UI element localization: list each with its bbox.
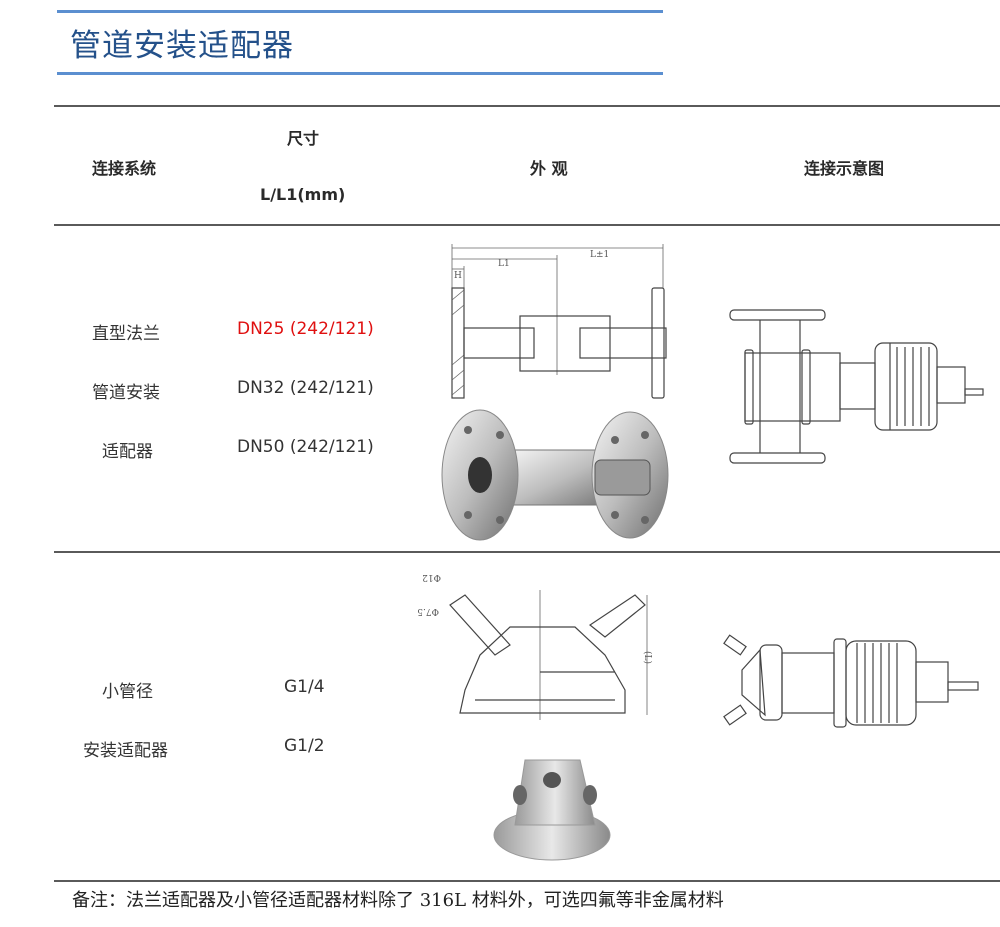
dim-label-l1: L1 bbox=[498, 259, 510, 269]
small-pipe-adapter-photo bbox=[493, 759, 611, 861]
title-top-rule bbox=[57, 10, 663, 13]
header-appearance: 外 观 bbox=[530, 159, 568, 178]
small-pipe-adapter-connection-diagram bbox=[723, 634, 979, 728]
page-title: 管道安装适配器 bbox=[70, 28, 294, 64]
dim-label-d75: Φ7.5 bbox=[417, 606, 439, 616]
small-pipe-adapter-drawing: Φ12 Φ7.5 (L) bbox=[417, 572, 653, 720]
row2-system-line1: 小管径 bbox=[102, 682, 153, 702]
dim-label-l: (L) bbox=[642, 651, 653, 664]
row1-system-line1: 直型法兰 bbox=[92, 324, 160, 344]
title-bottom-rule bbox=[57, 72, 663, 75]
flange-adapter-photo bbox=[441, 409, 669, 541]
table-bottom-rule bbox=[54, 880, 1000, 882]
footer-note: 备注：法兰适配器及小管径适配器材料除了 316L 材料外，可选四氟等非金属材料 bbox=[72, 890, 724, 911]
row-divider bbox=[54, 551, 1000, 553]
dim-label-h: H bbox=[454, 271, 462, 281]
dim-label-d12: Φ12 bbox=[422, 572, 441, 582]
dim-label-l: L±1 bbox=[590, 250, 609, 260]
header-size-unit: L/L1(mm) bbox=[260, 185, 346, 204]
row1-system-line2: 管道安装 bbox=[92, 383, 160, 403]
row1-size-dn32: DN32 (242/121) bbox=[237, 378, 374, 398]
flange-adapter-connection-diagram bbox=[729, 309, 984, 464]
row1-system-line3: 适配器 bbox=[102, 442, 153, 462]
table-top-rule bbox=[54, 105, 1000, 107]
row2-size-g14: G1/4 bbox=[284, 677, 325, 697]
header-bottom-rule bbox=[54, 224, 1000, 226]
header-connection-system: 连接系统 bbox=[92, 159, 157, 178]
header-connection-diagram: 连接示意图 bbox=[804, 159, 885, 178]
header-size: 尺寸 bbox=[287, 129, 320, 148]
row1-size-dn25: DN25 (242/121) bbox=[237, 319, 374, 339]
row2-system-line2: 安装适配器 bbox=[83, 741, 168, 761]
row1-size-dn50: DN50 (242/121) bbox=[237, 437, 374, 457]
flange-adapter-drawing: L±1 L1 H bbox=[451, 244, 667, 399]
row2-size-g12: G1/2 bbox=[284, 736, 325, 756]
